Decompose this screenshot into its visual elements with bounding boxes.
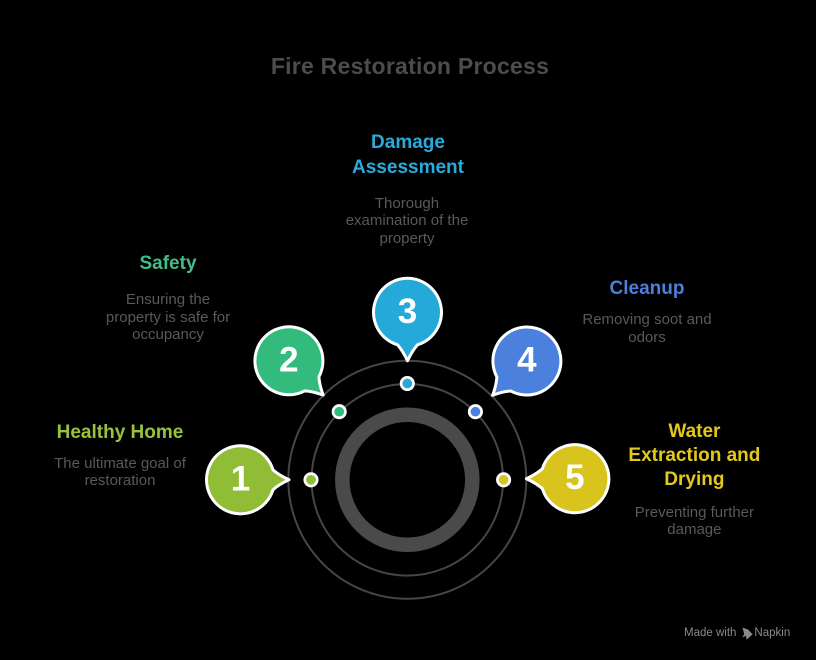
svg-text:2: 2 (279, 340, 298, 379)
svg-text:5: 5 (565, 458, 584, 497)
svg-text:1: 1 (231, 459, 250, 498)
svg-text:4: 4 (517, 341, 537, 380)
svg-text:3: 3 (398, 292, 417, 331)
